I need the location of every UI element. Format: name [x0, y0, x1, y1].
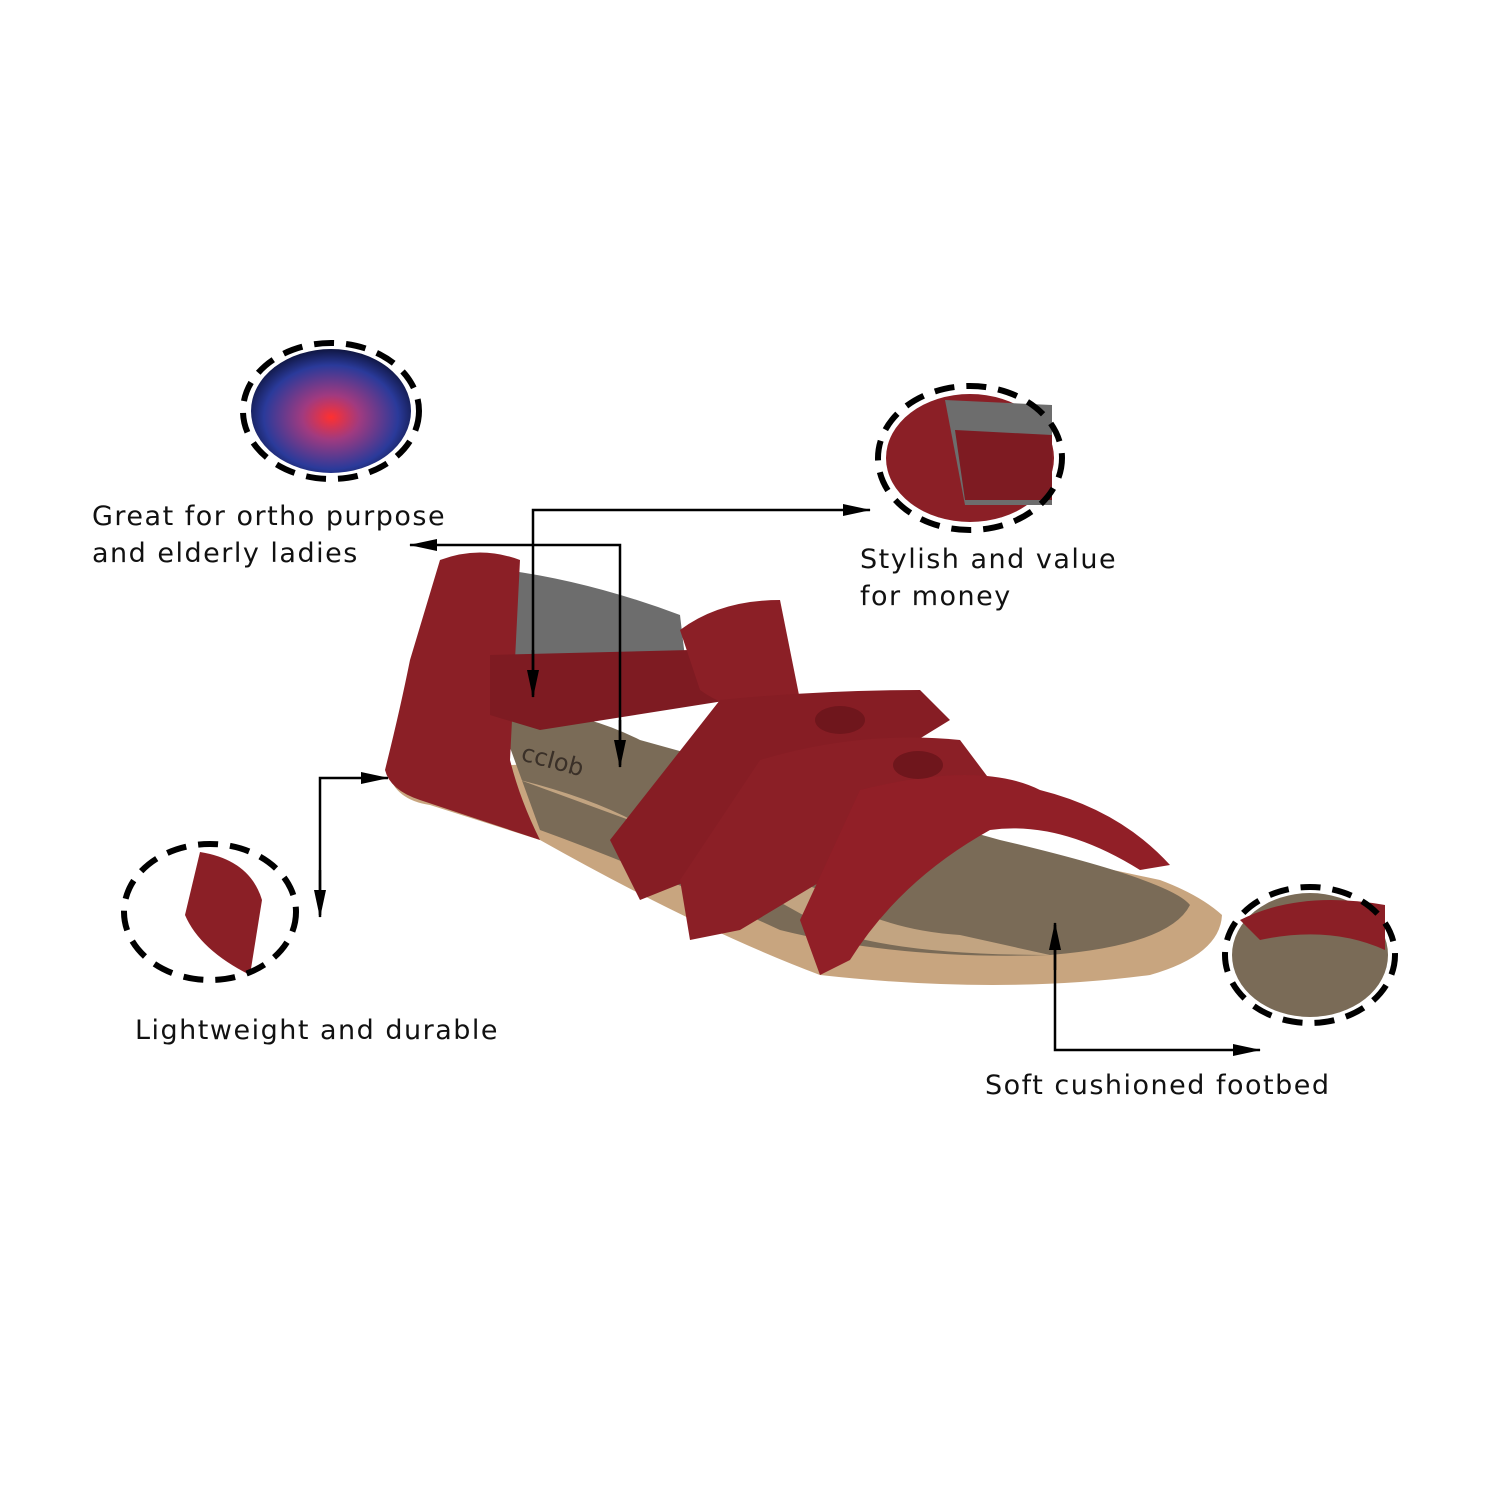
arrow-stylish: [531, 504, 871, 695]
heel-detail-inset: [121, 841, 299, 983]
footbed-detail-inset: [1222, 884, 1398, 1026]
feature-lightweight: Lightweight and durable: [135, 1012, 499, 1049]
arrow-ortho: [409, 539, 622, 765]
feature-lightweight-line1: Lightweight and durable: [135, 1015, 500, 1046]
feature-ortho: Great for ortho purpose and elderly ladi…: [92, 498, 446, 572]
feature-footbed: Soft cushioned footbed: [985, 1067, 1330, 1104]
feature-ortho-line2: and elderly ladies: [92, 538, 359, 569]
feature-stylish-line2: for money: [860, 581, 1012, 612]
callout-arrows: [314, 504, 1261, 1056]
ortho-inset: [240, 340, 422, 482]
instep-strap: [680, 600, 800, 708]
heel-counter: [385, 552, 540, 840]
feature-stylish-line1: Stylish and value: [860, 544, 1118, 575]
feature-stylish: Stylish and value for money: [860, 541, 1117, 615]
feature-footbed-line1: Soft cushioned footbed: [985, 1070, 1331, 1101]
elastic-strap: [490, 648, 730, 730]
strap-3: [800, 775, 1170, 975]
arrow-lightweight: [318, 772, 389, 915]
strap-detail-inset: [875, 383, 1065, 533]
sandal-image: ccIob: [385, 552, 1222, 985]
feature-ortho-line1: Great for ortho purpose: [92, 501, 447, 532]
